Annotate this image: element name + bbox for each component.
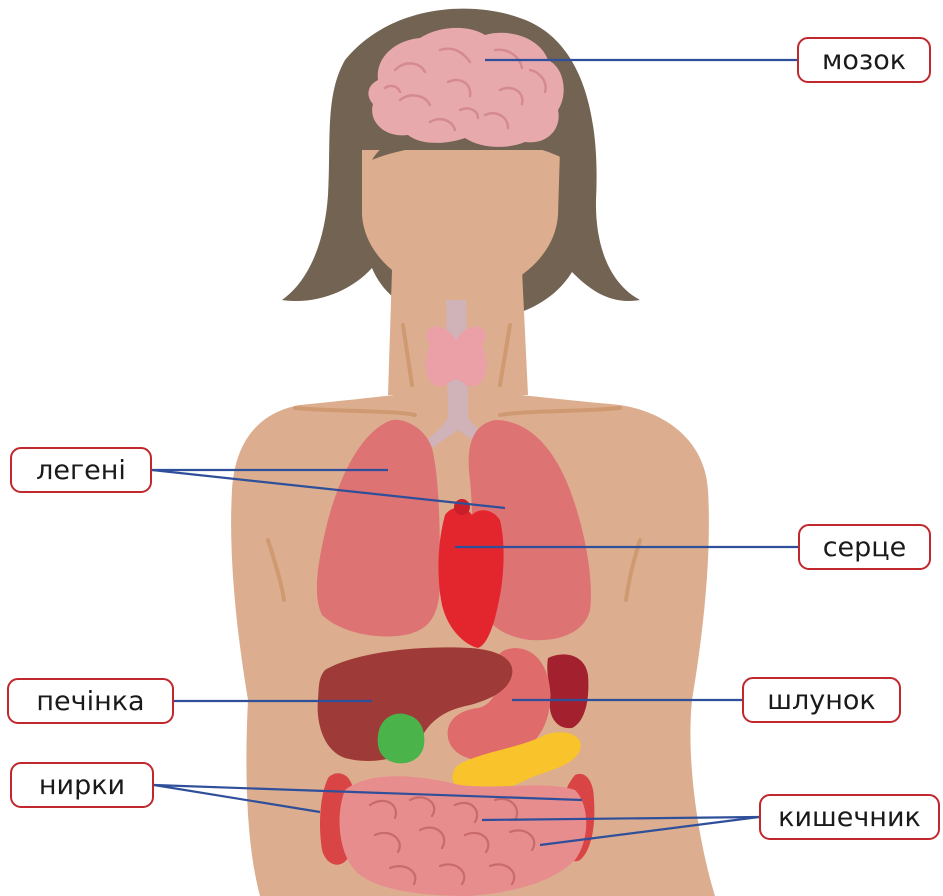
label-kidneys: нирки xyxy=(10,762,154,808)
label-liver: печінка xyxy=(7,678,174,724)
label-intestine: кишечник xyxy=(759,794,940,840)
label-brain: мозок xyxy=(797,37,931,83)
brain xyxy=(368,28,563,147)
label-stomach: шлунок xyxy=(742,677,901,723)
heart-vessel xyxy=(454,499,470,515)
label-lungs: легені xyxy=(10,447,152,493)
spleen xyxy=(547,654,588,728)
gallbladder xyxy=(378,714,425,764)
label-heart: серце xyxy=(798,524,931,570)
